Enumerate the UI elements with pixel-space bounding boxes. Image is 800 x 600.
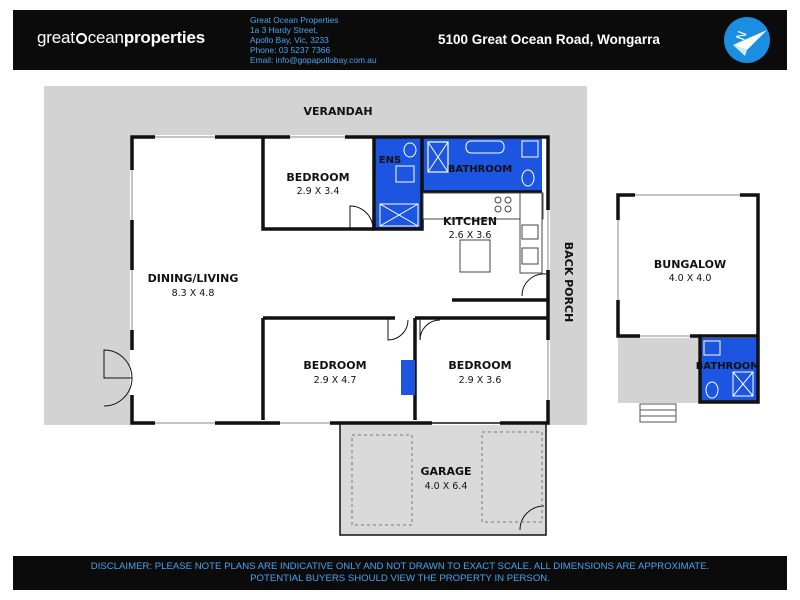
garage-dims: 4.0 X 6.4 <box>425 481 468 492</box>
bungalow-bathroom-area <box>700 338 758 402</box>
doors <box>103 205 547 531</box>
bedroom1-dims: 2.9 X 3.4 <box>297 186 340 197</box>
bathroom-label: BATHROOM <box>448 164 512 175</box>
garage-area <box>340 423 546 535</box>
agency-contact: Great Ocean Properties 1a 3 Hardy Street… <box>250 15 377 65</box>
agency-name: Great Ocean Properties <box>250 15 339 25</box>
agency-email: Email: info@gopapollobay.com.au <box>250 55 377 65</box>
verandah-label: VERANDAH <box>303 105 372 118</box>
bedroom3-dims: 2.9 X 3.6 <box>459 375 502 386</box>
logo-prefix: great <box>37 28 75 47</box>
property-address: 5100 Great Ocean Road, Wongarra <box>438 32 660 47</box>
agency-street: 1a 3 Hardy Street, <box>250 25 318 35</box>
kitchen-dims: 2.6 X 3.6 <box>449 230 492 241</box>
bungalow-window-panes <box>617 194 740 337</box>
header-bar: great ceanproperties Great Ocean Properti… <box>13 10 787 70</box>
dining-dims: 8.3 X 4.8 <box>172 288 215 299</box>
dining-label: DINING/LIVING <box>148 272 239 285</box>
agency-town: Apollo Bay, Vic, 3233 <box>250 35 329 45</box>
bedroom2-label: BEDROOM <box>303 359 366 372</box>
ensuite-area <box>374 137 422 229</box>
logo-ring-icon <box>75 33 87 44</box>
bungalow-steps <box>639 403 677 423</box>
agency-phone: Phone: 03 5237 7366 <box>250 45 331 55</box>
wet-fittings <box>379 140 754 399</box>
bungalow-deck <box>618 336 698 403</box>
bungalow-dims: 4.0 X 4.0 <box>669 273 712 284</box>
bungalow-bathroom-label: BATHROOM <box>696 361 760 372</box>
back-porch-label: BACK PORCH <box>562 242 575 323</box>
bedroom1-label: BEDROOM <box>286 171 349 184</box>
back-porch-area <box>548 137 583 425</box>
logo-mid: cean <box>87 28 124 47</box>
bungalow-label: BUNGALOW <box>654 258 726 271</box>
bedroom3-label: BEDROOM <box>448 359 511 372</box>
company-logo: great ceanproperties <box>37 28 205 48</box>
hot-water-cupboard <box>401 360 415 395</box>
bungalow-interior <box>618 195 758 336</box>
bungalow-walls <box>616 193 760 404</box>
disclaimer-line-1: DISCLAIMER: PLEASE NOTE PLANS ARE INDICA… <box>90 561 710 572</box>
disclaimer-bar: DISCLAIMER: PLEASE NOTE PLANS ARE INDICA… <box>13 556 787 590</box>
kitchen-label: KITCHEN <box>443 215 497 228</box>
north-compass-icon: N <box>724 17 770 63</box>
ensuite-label: ENS <box>379 155 401 166</box>
bedroom2-dims: 2.9 X 4.7 <box>314 375 357 386</box>
kitchen-fittings <box>422 192 544 274</box>
disclaimer-line-2: POTENTIAL BUYERS SHOULD VIEW THE PROPERT… <box>250 573 550 584</box>
logo-suffix: properties <box>123 28 205 47</box>
garage-label: GARAGE <box>420 465 471 478</box>
